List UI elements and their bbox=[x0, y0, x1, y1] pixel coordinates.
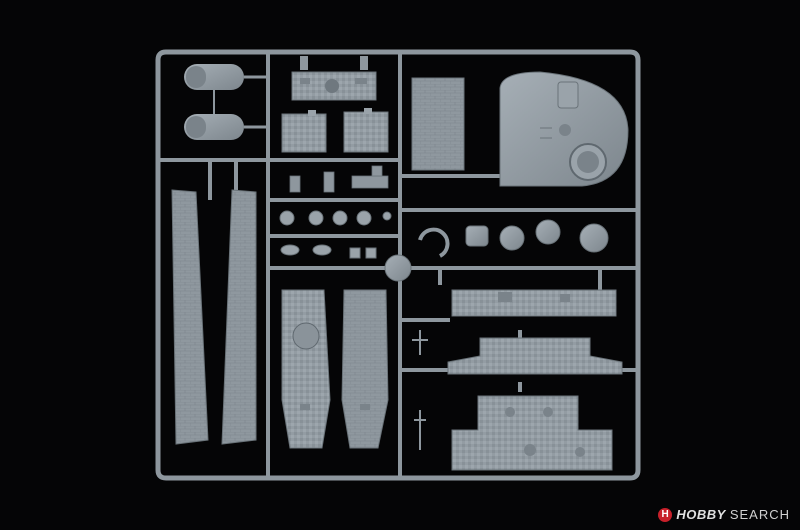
hull-middle-part bbox=[447, 337, 623, 375]
housing-part bbox=[291, 56, 377, 101]
watermark-hobby-text: HOBBY bbox=[676, 507, 726, 522]
brick-plate bbox=[411, 77, 465, 171]
hull-side-panels bbox=[281, 289, 389, 449]
watermark: H HOBBY SEARCH bbox=[658, 507, 790, 522]
small-wheels bbox=[279, 210, 392, 226]
block-parts bbox=[281, 108, 389, 153]
rod-parts bbox=[412, 330, 428, 450]
watermark-search-text: SEARCH bbox=[729, 507, 790, 522]
small-parts-row-3 bbox=[280, 244, 412, 282]
cylinder-parts bbox=[184, 64, 268, 140]
hobby-search-logo-icon: H bbox=[658, 507, 673, 522]
sprue-outer-frame bbox=[155, 49, 641, 481]
hull-upper-part bbox=[451, 289, 617, 317]
hull-lower-part bbox=[451, 395, 613, 471]
disk-parts bbox=[418, 219, 609, 258]
small-parts-row-1 bbox=[289, 165, 389, 193]
round-plate bbox=[499, 71, 629, 187]
track-parts bbox=[171, 189, 257, 445]
